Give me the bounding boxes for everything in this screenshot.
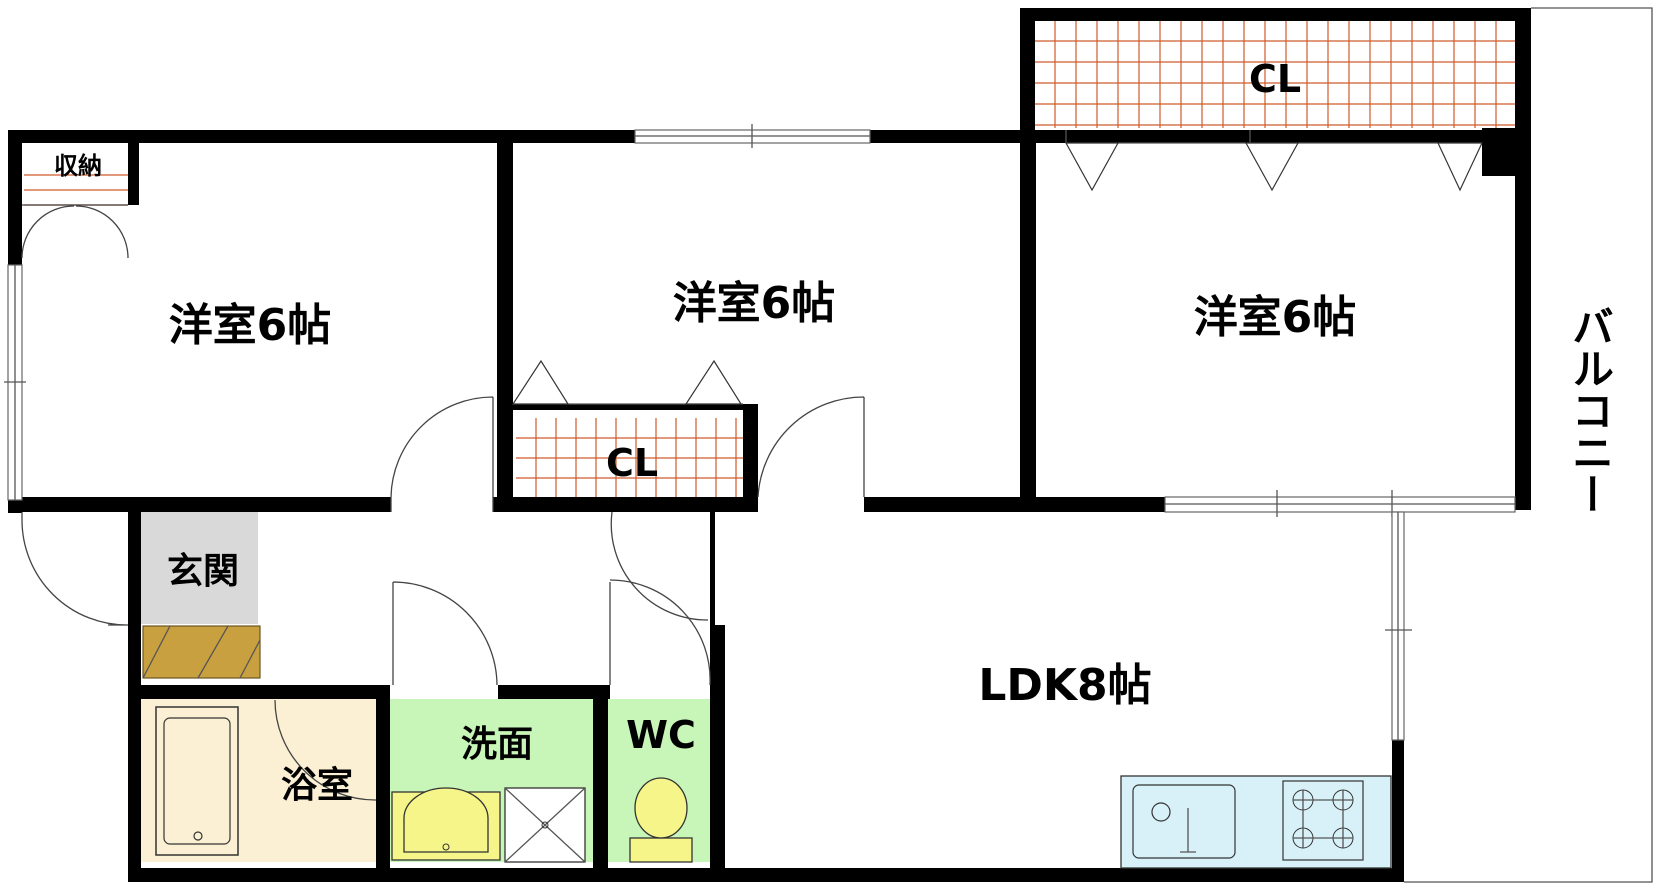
ldk-label: LDK8帖 xyxy=(978,660,1151,711)
toilet-label: WC xyxy=(626,713,696,757)
balcony xyxy=(1404,7,1653,883)
shoe-box xyxy=(142,625,261,679)
wash-basin xyxy=(391,787,501,861)
toilet xyxy=(629,777,693,863)
washing-machine-pan xyxy=(504,787,586,863)
storage-label: 収納 xyxy=(54,152,102,180)
entrance-floor xyxy=(137,512,258,624)
room3-label: 洋室6帖 xyxy=(1194,292,1357,343)
gas-stove xyxy=(1282,780,1364,861)
entrance-label: 玄関 xyxy=(167,551,239,592)
bathtub xyxy=(155,706,239,856)
closet-doors xyxy=(511,130,1483,405)
room1-label: 洋室6帖 xyxy=(169,300,332,351)
balcony-label: バルコニー xyxy=(1566,305,1615,515)
closet-top-label: CL xyxy=(1249,57,1301,101)
windows xyxy=(4,124,1516,741)
doors xyxy=(21,204,865,801)
washroom-label: 洗面 xyxy=(461,724,533,765)
bath-label: 浴室 xyxy=(281,765,353,806)
walls xyxy=(8,8,1531,882)
closet-mid-grid xyxy=(516,418,743,497)
closet-top-grid xyxy=(1034,20,1515,128)
room2-label: 洋室6帖 xyxy=(673,278,836,329)
closet-mid-label: CL xyxy=(606,441,658,485)
